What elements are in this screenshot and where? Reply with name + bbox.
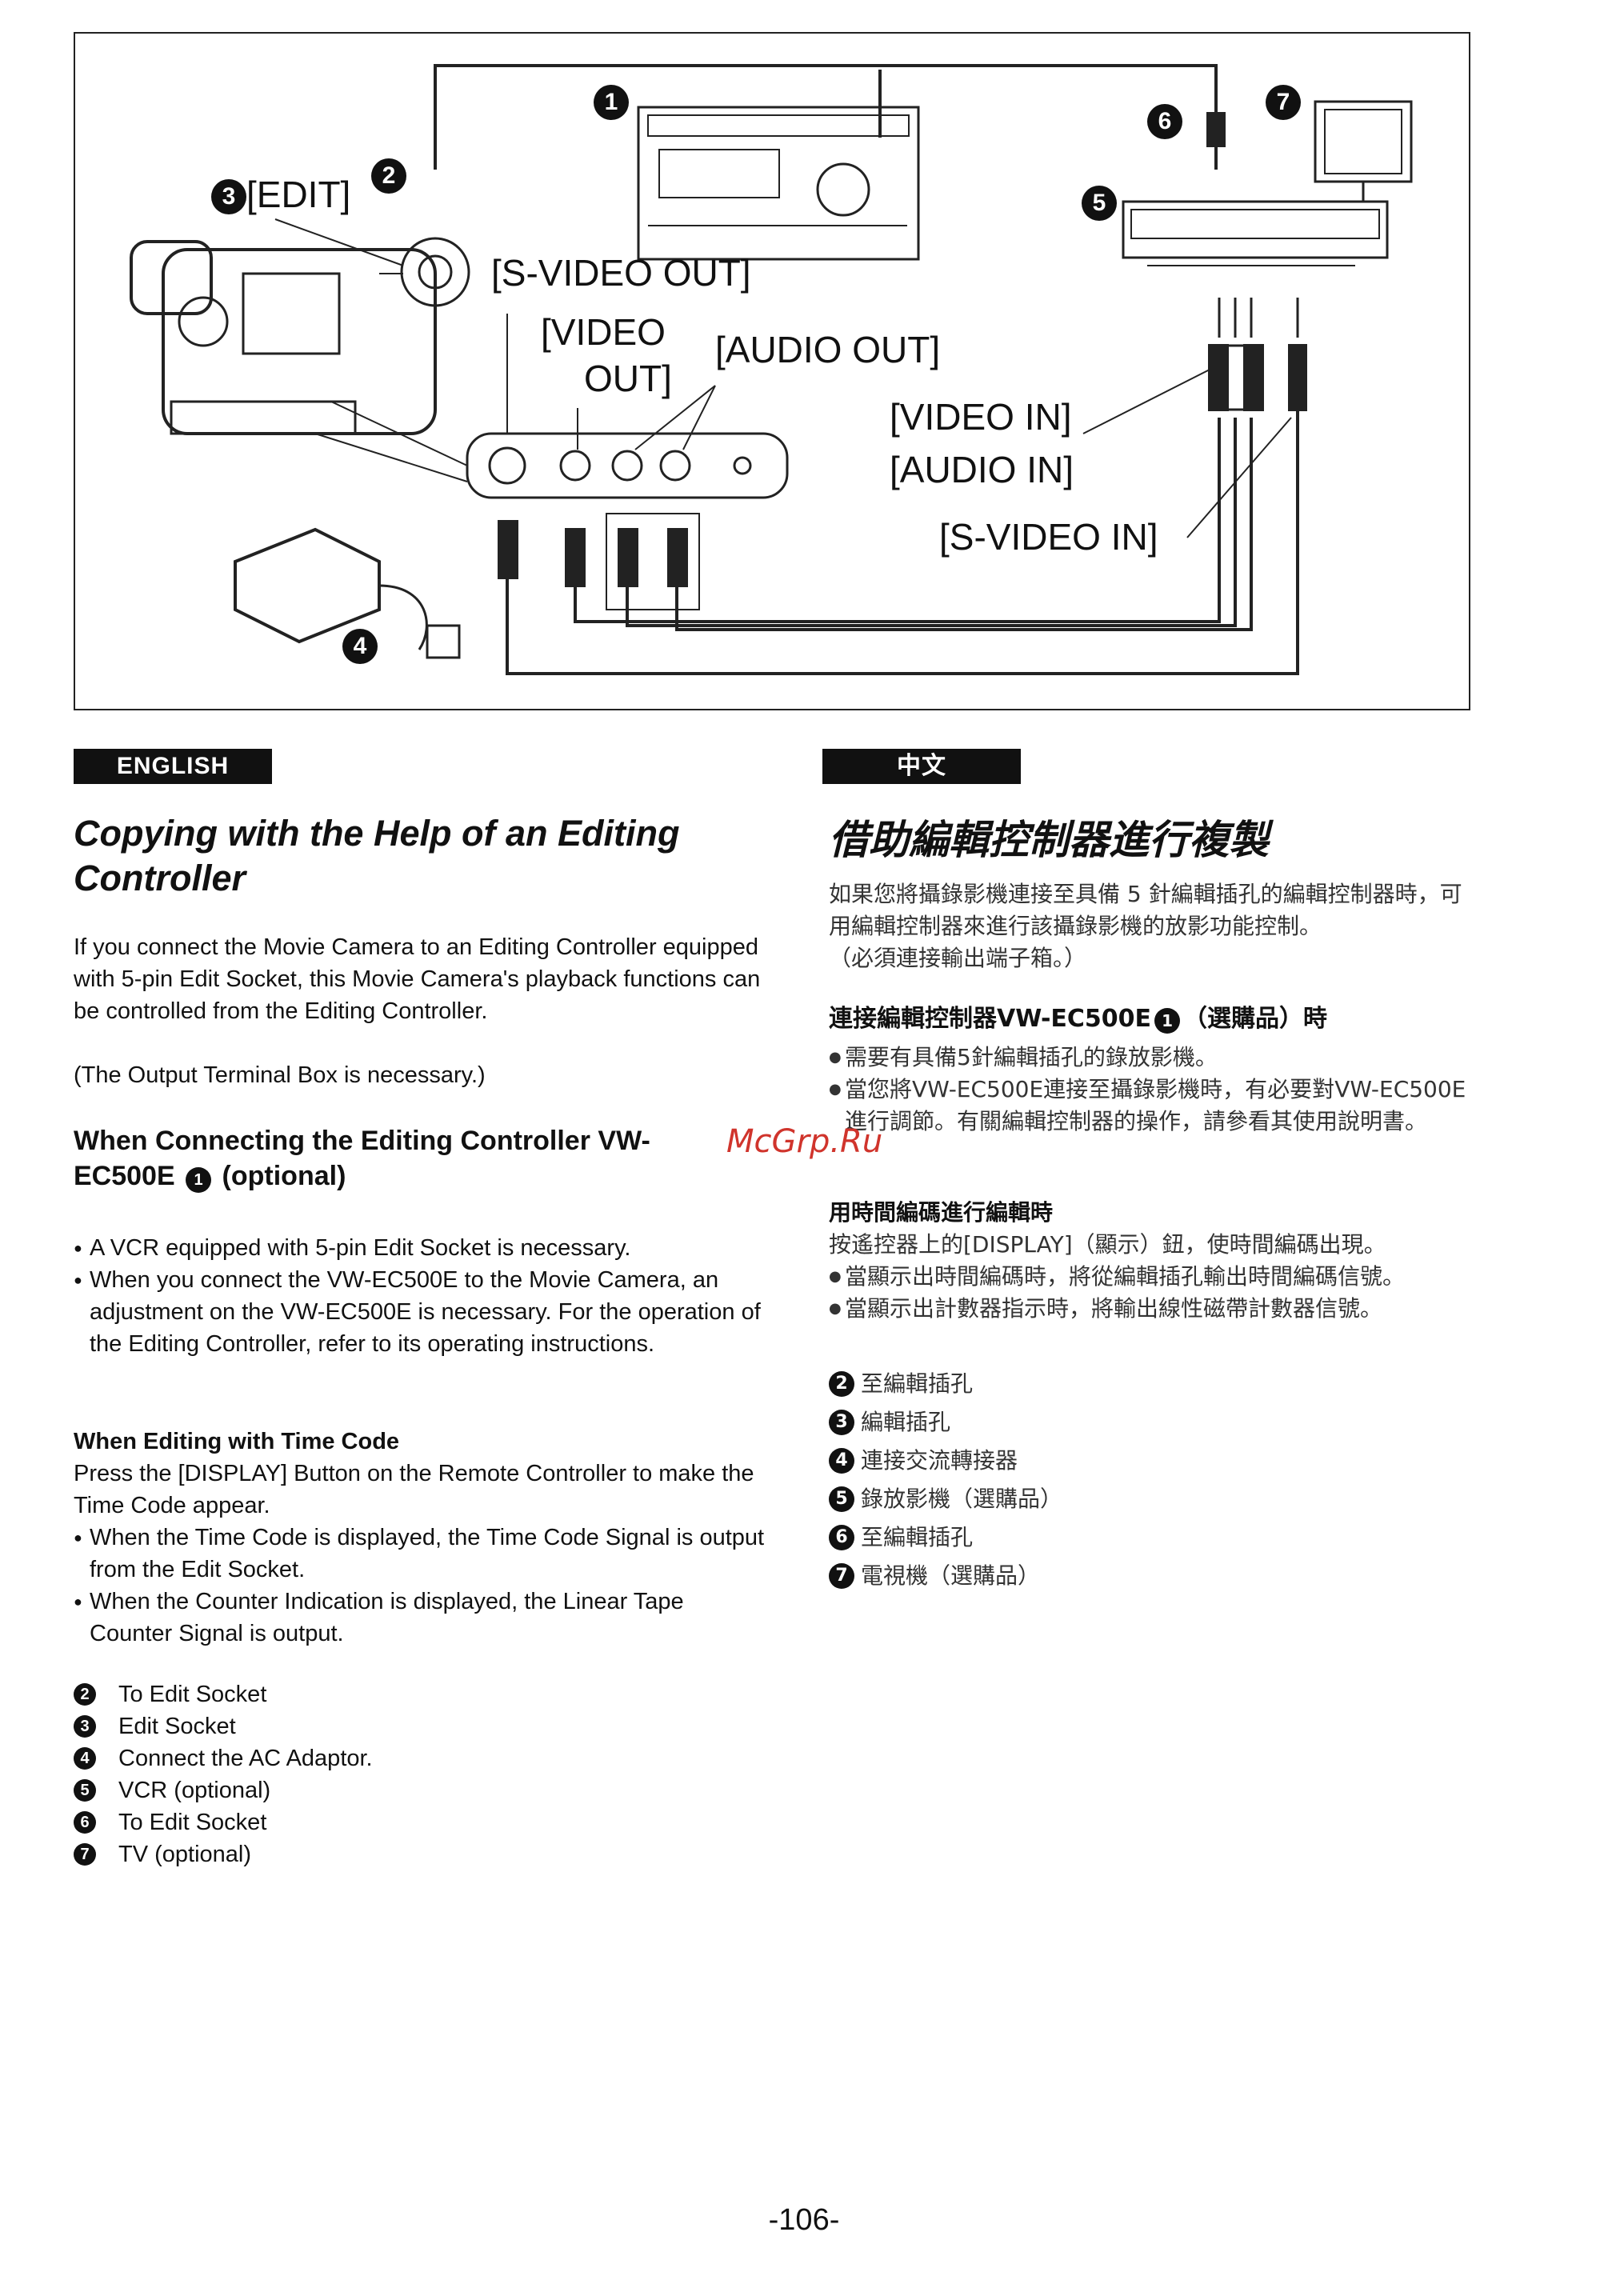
legend-num: 5 — [829, 1486, 854, 1512]
legend-num: 5 — [74, 1779, 96, 1802]
badge-1: 1 — [594, 85, 629, 120]
label-audio-in: [AUDIO IN] — [890, 449, 1074, 490]
label-audio-out: [AUDIO OUT] — [715, 329, 941, 370]
section1-title-part2: EC500E — [74, 1161, 175, 1191]
output-terminal-box-icon — [466, 432, 789, 499]
bullet-item: When the Counter Indication is displayed… — [74, 1586, 770, 1650]
tv-icon — [1314, 100, 1413, 183]
section1-title-part3: (optional) — [222, 1161, 346, 1191]
diagram-drawing — [130, 64, 1413, 675]
badge-6: 6 — [1147, 104, 1182, 139]
label-video-in: [VIDEO IN] — [890, 396, 1072, 438]
chinese-section2-text: 按遙控器上的[DISPLAY]（顯示）鈕，使時間編碼出現。 — [829, 1231, 1386, 1258]
bullet-item: 當您將VW-EC500E連接至攝錄影機時，有必要對VW-EC500E進行調節。有… — [829, 1074, 1469, 1138]
chinese-title: 借助編輯控制器進行複製 — [829, 817, 1269, 863]
section1-title-num: 1 — [186, 1167, 212, 1193]
legend-num: 7 — [74, 1843, 96, 1866]
legend-num: 6 — [829, 1525, 854, 1550]
badge-7: 7 — [1266, 85, 1301, 120]
bullet-item: 需要有具備5針編輯插孔的錄放影機。 — [829, 1042, 1469, 1074]
legend-row: 5 錄放影機（選購品） — [829, 1480, 1062, 1518]
chinese-intro-note: （必須連接輸出端子箱。） — [829, 945, 1087, 971]
bullet-item: When the Time Code is displayed, the Tim… — [74, 1522, 770, 1586]
legend-num: 7 — [829, 1563, 854, 1589]
connection-diagram: 1 2 3 4 5 6 7 [EDIT] [S-VIDEO OUT] [VIDE… — [74, 32, 1470, 710]
bullet-item: 當顯示出時間編碼時，將從編輯插孔輸出時間編碼信號。 — [829, 1261, 1469, 1293]
chinese-section2-title: 用時間編碼進行編輯時 — [829, 1199, 1054, 1226]
legend-num: 2 — [74, 1683, 96, 1706]
bullet-item: When you connect the VW-EC500E to the Mo… — [74, 1264, 770, 1360]
legend-row: 7 TV (optional) — [74, 1838, 373, 1870]
label-video-out-2: OUT] — [584, 358, 672, 399]
legend-text: 錄放影機（選購品） — [861, 1486, 1063, 1512]
legend-row: 2 至編輯插孔 — [829, 1365, 1062, 1403]
english-intro: If you connect the Movie Camera to an Ed… — [74, 934, 761, 1024]
label-video-out-1: [VIDEO — [541, 311, 666, 353]
section1-title-part1: When Connecting the Editing Controller V… — [74, 1126, 650, 1156]
legend-text: 至編輯插孔 — [861, 1370, 974, 1397]
english-section2-bullets: When the Time Code is displayed, the Tim… — [74, 1522, 770, 1650]
legend-row: 2 To Edit Socket — [74, 1678, 373, 1710]
legend-text: 連接交流轉接器 — [861, 1447, 1018, 1474]
legend-row: 4 連接交流轉接器 — [829, 1442, 1062, 1480]
legend-row: 3 Edit Socket — [74, 1710, 373, 1742]
legend-num: 6 — [74, 1811, 96, 1834]
legend-text: TV (optional) — [118, 1842, 252, 1867]
camera-icon — [130, 240, 437, 435]
legend-row: 3 編輯插孔 — [829, 1403, 1062, 1442]
label-s-video-in: [S-VIDEO IN] — [939, 516, 1158, 558]
legend-num: 4 — [74, 1747, 96, 1770]
legend-text: Edit Socket — [118, 1714, 236, 1739]
legend-row: 4 Connect the AC Adaptor. — [74, 1742, 373, 1774]
legend-text: VCR (optional) — [118, 1778, 271, 1803]
english-section1-title: When Connecting the Editing Controller V… — [74, 1123, 770, 1194]
english-title: Copying with the Help of an Editing Cont… — [74, 813, 680, 898]
zh-section1-title-b: （選購品）時 — [1183, 1005, 1328, 1033]
english-tab: ENGLISH — [74, 749, 272, 784]
bullet-item: 當顯示出計數器指示時，將輸出線性磁帶計數器信號。 — [829, 1293, 1469, 1325]
legend-num: 3 — [74, 1715, 96, 1738]
english-section1-bullets: A VCR equipped with 5-pin Edit Socket is… — [74, 1232, 770, 1360]
watermark: McGrp.Ru — [726, 1123, 883, 1160]
chinese-section1-bullets: 需要有具備5針編輯插孔的錄放影機。 當您將VW-EC500E連接至攝錄影機時，有… — [829, 1042, 1469, 1138]
legend-num: 4 — [829, 1448, 854, 1474]
label-edit: [EDIT] — [246, 174, 351, 215]
chinese-intro: 如果您將攝錄影機連接至具備 5 針編輯插孔的編輯控制器時，可用編輯控制器來進行該… — [829, 881, 1462, 939]
vcr-icon — [1122, 200, 1389, 259]
legend-text: 電視機（選購品） — [861, 1562, 1041, 1589]
page-number: -106- — [768, 2203, 840, 2237]
zh-section1-title-a: 連接編輯控制器VW-EC500E — [829, 1005, 1152, 1033]
legend-row: 5 VCR (optional) — [74, 1774, 373, 1806]
label-s-video-out: [S-VIDEO OUT] — [491, 252, 751, 294]
legend-num: 3 — [829, 1410, 854, 1435]
legend-row: 7 電視機（選購品） — [829, 1557, 1062, 1595]
legend-row: 6 至編輯插孔 — [829, 1518, 1062, 1557]
english-section2-text: Press the [DISPLAY] Button on the Remote… — [74, 1461, 754, 1518]
badge-5: 5 — [1082, 186, 1117, 221]
badge-3: 3 — [211, 179, 246, 214]
legend-row: 6 To Edit Socket — [74, 1806, 373, 1838]
english-section2-title: When Editing with Time Code — [74, 1429, 400, 1454]
editing-controller-icon — [637, 106, 920, 261]
legend-text: 編輯插孔 — [861, 1409, 951, 1435]
zh-section1-title-num: 1 — [1154, 1008, 1181, 1034]
english-legend: 2 To Edit Socket 3 Edit Socket 4 Connect th… — [74, 1678, 373, 1870]
legend-text: 至編輯插孔 — [861, 1524, 974, 1550]
legend-num: 2 — [829, 1371, 854, 1397]
chinese-tab: 中文 — [822, 749, 1021, 784]
bullet-item: A VCR equipped with 5-pin Edit Socket is… — [74, 1232, 770, 1264]
english-intro-note: (The Output Terminal Box is necessary.) — [74, 1062, 486, 1088]
legend-text: Connect the AC Adaptor. — [118, 1746, 373, 1771]
badge-4: 4 — [342, 629, 378, 664]
badge-2: 2 — [371, 158, 406, 194]
legend-text: To Edit Socket — [118, 1682, 267, 1707]
chinese-section2-bullets: 當顯示出時間編碼時，將從編輯插孔輸出時間編碼信號。 當顯示出計數器指示時，將輸出… — [829, 1261, 1469, 1325]
edit-socket-icon — [400, 237, 470, 307]
legend-text: To Edit Socket — [118, 1810, 267, 1835]
ac-adaptor-icon — [234, 527, 461, 659]
